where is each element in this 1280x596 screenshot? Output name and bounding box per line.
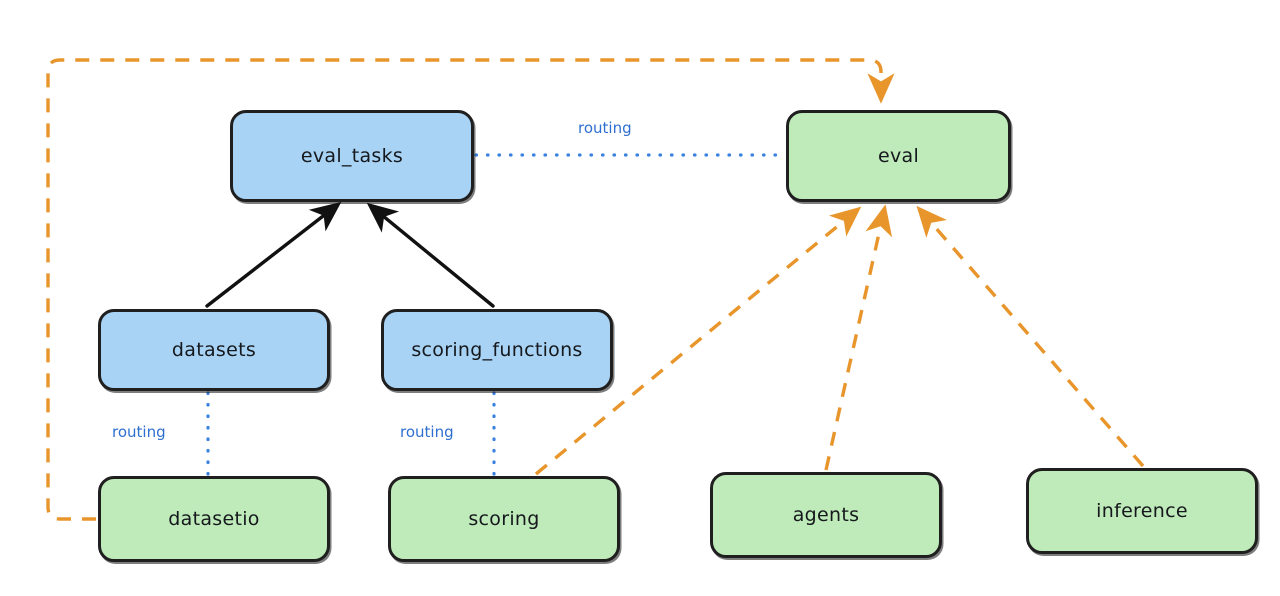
edge-datasets-eval-tasks [205,201,342,308]
edge-label-routing-datasets-datasetio: routing [112,423,166,441]
node-scoring[interactable]: scoring [388,476,620,562]
node-label: scoring_functions [411,339,583,361]
edge-scoring-eval [534,206,862,476]
node-label: inference [1096,500,1188,522]
edge-inference-eval [916,205,1145,468]
edge-agents-eval [824,204,893,471]
node-datasets[interactable]: datasets [98,309,330,391]
node-label: eval [877,145,920,167]
node-agents[interactable]: agents [710,472,942,558]
edge-scoring-functions-eval-tasks [366,202,495,308]
node-eval-tasks[interactable]: eval_tasks [230,110,474,202]
edge-label-routing-scoring-functions-scoring: routing [400,423,454,441]
node-eval[interactable]: eval [786,110,1011,202]
node-inference[interactable]: inference [1026,468,1258,554]
edge-datasetio-eval [46,58,895,521]
node-datasetio[interactable]: datasetio [98,476,330,562]
node-scoring-functions[interactable]: scoring_functions [381,309,613,391]
node-label: agents [792,504,860,526]
edge-label-routing-eval-tasks-eval: routing [578,119,632,137]
node-label: scoring [468,508,540,530]
node-label: eval_tasks [300,145,404,167]
node-label: datasetio [168,508,260,530]
node-label: datasets [171,339,257,361]
